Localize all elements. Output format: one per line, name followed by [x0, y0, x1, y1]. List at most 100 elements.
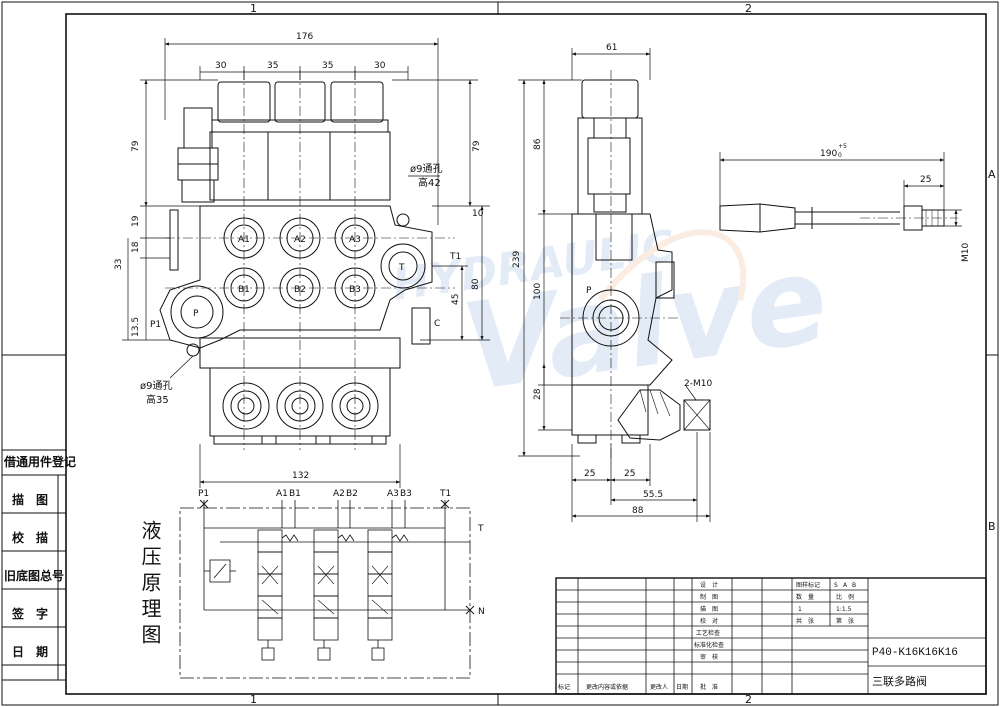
port-b1: B1 — [238, 285, 250, 295]
port-b2: B2 — [294, 285, 306, 295]
tb-stage-a: A — [843, 582, 848, 589]
zone-2-top: 2 — [745, 2, 752, 15]
zone-1-top: 1 — [250, 2, 257, 15]
tb-process: 工艺检查 — [696, 629, 720, 637]
tb-date: 日期 — [676, 683, 688, 691]
side-view-labels: 61 86 239 100 28 25 25 55.5 88 2-M10 P — [512, 43, 712, 516]
port-c: C — [434, 319, 440, 329]
port-a1: A1 — [238, 235, 250, 245]
thread-m10: M10 — [961, 243, 971, 262]
dim-61: 61 — [606, 43, 617, 53]
tb-scale: 比 例 — [836, 593, 854, 601]
dim-100: 100 — [533, 283, 543, 300]
schem-label-n: N — [478, 607, 485, 617]
dim-79-left: 79 — [131, 140, 141, 152]
schem-port-a3: A3 — [387, 489, 399, 499]
note-top-hole: ø9通孔 — [410, 163, 442, 175]
dim-45: 45 — [451, 294, 461, 305]
dim-35-b: 35 — [322, 61, 333, 71]
handle-view — [719, 152, 962, 233]
left-strip-table: 借通用件登记 描 图 校 描 旧底图总号 签 字 日 期 — [1, 449, 76, 681]
zone-1-bottom: 1 — [250, 693, 257, 706]
port-p: P — [193, 309, 199, 319]
port-t: T — [398, 263, 405, 273]
strip-borrow: 借通用件登记 — [3, 454, 76, 469]
tb-review: 审 核 — [700, 653, 718, 661]
tb-stage-mark: 图样标记 — [796, 581, 820, 589]
zone-a: A — [988, 168, 996, 181]
title-block-labels: 设 计 制 图 描 图 校 对 工艺检查 标准化检查 审 核 批 准 标记 更改… — [558, 581, 958, 691]
tb-draw: 制 图 — [700, 593, 718, 601]
dim-190: 190 — [820, 149, 837, 159]
tb-approve: 批 准 — [700, 683, 718, 691]
schematic-title-box: 液压原理图 — [138, 520, 162, 650]
dim-176: 176 — [296, 32, 313, 42]
dim-55-5: 55.5 — [643, 490, 663, 500]
tol-lower: 0 — [838, 152, 842, 159]
note-bottom-hole: ø9通孔 — [140, 380, 172, 392]
side-view — [518, 48, 711, 522]
dim-33: 33 — [114, 259, 124, 270]
tb-changer: 更改人 — [650, 683, 668, 691]
schem-port-b2: B2 — [346, 489, 358, 499]
watermark: HYDRAULIC Valve — [389, 221, 835, 419]
dim-80: 80 — [471, 278, 481, 290]
port-a2: A2 — [294, 235, 306, 245]
tb-scale-value: 1:1.5 — [836, 606, 852, 613]
tb-design: 设 计 — [700, 581, 718, 589]
title-block — [555, 577, 987, 695]
dim-18: 18 — [131, 241, 141, 253]
tb-sheets-total: 共 张 — [796, 617, 814, 625]
tb-qty-value: 1 — [798, 606, 802, 613]
schem-port-p1: P1 — [198, 489, 209, 499]
schem-port-b1: B1 — [289, 489, 301, 499]
tb-part-no: P40-K16K16K16 — [872, 647, 958, 659]
dim-79-right: 79 — [472, 140, 482, 152]
hydraulic-schematic: P1 A1 B1 A2 B2 A3 B3 T1 T N — [179, 489, 485, 679]
strip-old-no: 旧底图总号 — [4, 568, 64, 583]
strip-date: 日 期 — [12, 644, 48, 659]
port-p1: P1 — [150, 320, 161, 330]
tb-quantity: 数 量 — [796, 593, 814, 601]
dim-10: 10 — [472, 209, 484, 219]
schem-port-a2: A2 — [333, 489, 345, 499]
tb-sheet-no: 第 张 — [836, 617, 854, 625]
side-port-p: P — [586, 286, 592, 296]
strip-check-trace: 校 描 — [12, 530, 48, 545]
strip-trace: 描 图 — [12, 492, 48, 507]
dim-25-b: 25 — [624, 469, 635, 479]
dim-30-left: 30 — [215, 61, 227, 71]
dim-19: 19 — [131, 215, 141, 227]
port-t1: T1 — [449, 252, 461, 262]
dim-25-a: 25 — [584, 469, 595, 479]
tol-upper: +5 — [838, 143, 847, 150]
watermark-swoosh — [597, 229, 747, 302]
note-top-height: 高42 — [418, 176, 441, 189]
zone-b: B — [988, 520, 996, 533]
dim-30-right: 30 — [374, 61, 386, 71]
dim-239: 239 — [512, 251, 522, 268]
schem-port-t1: T1 — [439, 489, 451, 499]
dim-35-a: 35 — [267, 61, 278, 71]
port-b3: B3 — [349, 285, 361, 295]
zone-2-bottom: 2 — [745, 693, 752, 706]
tb-check: 校 对 — [700, 617, 718, 625]
dim-28: 28 — [533, 388, 543, 400]
schematic-title: 液压原理图 — [138, 520, 162, 650]
tb-stage-s: S — [834, 582, 838, 589]
dim-handle-25: 25 — [920, 175, 931, 185]
port-a3: A3 — [349, 235, 361, 245]
tb-trace: 描 图 — [700, 605, 718, 613]
schem-port-a1: A1 — [276, 489, 288, 499]
dim-86: 86 — [533, 138, 543, 150]
note-bottom-height: 高35 — [146, 393, 169, 406]
tb-standard: 标准化检查 — [694, 641, 724, 649]
tb-stage-b: B — [852, 582, 856, 589]
dim-13-5: 13.5 — [131, 317, 141, 337]
front-view — [122, 38, 490, 488]
dim-88: 88 — [632, 506, 644, 516]
tb-part-name: 三联多路阀 — [872, 674, 927, 688]
schem-label-t: T — [477, 524, 484, 534]
tb-change-doc: 更改内容或依据 — [586, 683, 628, 691]
